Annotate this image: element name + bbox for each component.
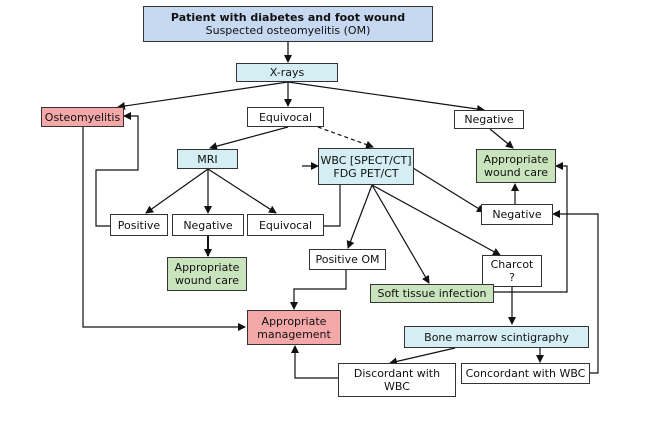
bone-marrow-label: Bone marrow scintigraphy — [424, 330, 569, 344]
patient-subtitle: Suspected osteomyelitis (OM) — [205, 24, 371, 37]
arrow-equivocal-to-mri — [209, 126, 289, 151]
management-line2: management — [257, 327, 331, 341]
equivocal-mri-box: Equivocal — [247, 214, 324, 236]
arrow-wbc-to-soft-tissue — [371, 184, 430, 284]
patient-box: Patient with diabetes and foot wound Sus… — [143, 6, 433, 42]
negative-mri-box: Negative — [172, 214, 244, 236]
arrow-positive-to-osteomyelitis — [95, 112, 139, 227]
wound-care-right-box: Appropriate wound care — [476, 149, 556, 183]
mri-label: MRI — [197, 152, 218, 166]
arrow-osteomyelitis-to-management — [82, 127, 246, 331]
patient-title: Patient with diabetes and foot wound — [170, 11, 406, 24]
arrow-negative-to-woundcare — [489, 128, 514, 149]
positive-om-label: Positive OM — [315, 253, 380, 266]
wound-care-right-line2: wound care — [484, 166, 548, 179]
arrow-mri-to-positive — [145, 168, 209, 214]
bone-marrow-box: Bone marrow scintigraphy — [404, 326, 589, 348]
fdg-label: FDG PET/CT — [333, 166, 399, 180]
positive-mri-box: Positive — [110, 214, 168, 236]
arrow-positive-om-to-management — [290, 270, 347, 310]
wound-care-left-line1: Appropriate — [174, 261, 240, 274]
mri-box: MRI — [177, 149, 238, 169]
discordant-line1: Discordant with — [353, 367, 441, 380]
negative-xray-label: Negative — [464, 113, 514, 126]
negative-wbc-box: Negative — [481, 204, 553, 225]
wbc-label: WBC [SPECT/CT] — [320, 153, 412, 167]
positive-om-box: Positive OM — [309, 249, 386, 270]
osteomyelitis-label: Osteomyelitis — [44, 110, 121, 124]
equivocal-mri-label: Equivocal — [258, 218, 313, 232]
arrow-discordant-to-management — [291, 345, 338, 379]
negative-xray-box: Negative — [454, 110, 524, 129]
arrow-mri-to-equivocal — [207, 168, 277, 214]
xrays-box: X-rays — [236, 63, 338, 82]
concordant-box: Concordant with WBC — [461, 363, 590, 384]
arrow-wbc-to-negative — [412, 167, 485, 213]
wound-care-right-line1: Appropriate — [483, 153, 549, 166]
arrow-xrays-to-osteomyelitis — [117, 81, 289, 110]
charcot-box: Charcot ? — [482, 255, 542, 287]
charcot-label: Charcot — [490, 258, 534, 271]
arrow-concordant-to-negative — [552, 210, 599, 374]
arrow-bone-marrow-to-discordant — [389, 347, 456, 366]
osteomyelitis-box: Osteomyelitis — [41, 107, 124, 127]
equivocal-xray-label: Equivocal — [258, 110, 313, 124]
soft-tissue-label: Soft tissue infection — [377, 287, 487, 300]
arrow-wbc-to-positive-om — [346, 184, 373, 249]
discordant-box: Discordant with WBC — [338, 363, 456, 397]
dashed-arrow-equivocal-to-wbc — [317, 126, 374, 149]
arrow-wbc-to-charcot — [371, 184, 501, 256]
concordant-label: Concordant with WBC — [465, 367, 586, 380]
xrays-label: X-rays — [269, 66, 305, 79]
management-box: Appropriate management — [247, 310, 341, 345]
charcot-question: ? — [509, 271, 515, 284]
discordant-line2: WBC — [384, 380, 410, 393]
wound-care-left-box: Appropriate wound care — [167, 257, 247, 291]
positive-mri-label: Positive — [117, 218, 161, 232]
arrow-xrays-to-negative — [287, 81, 485, 113]
negative-mri-label: Negative — [183, 218, 233, 232]
wbc-box: WBC [SPECT/CT] FDG PET/CT — [318, 148, 414, 185]
soft-tissue-box: Soft tissue infection — [370, 284, 494, 303]
management-line1: Appropriate — [261, 314, 327, 328]
wound-care-left-line2: wound care — [175, 274, 239, 287]
equivocal-xray-box: Equivocal — [247, 107, 324, 127]
arrow-soft-tissue-to-woundcare — [493, 162, 568, 293]
negative-wbc-label: Negative — [492, 208, 542, 221]
